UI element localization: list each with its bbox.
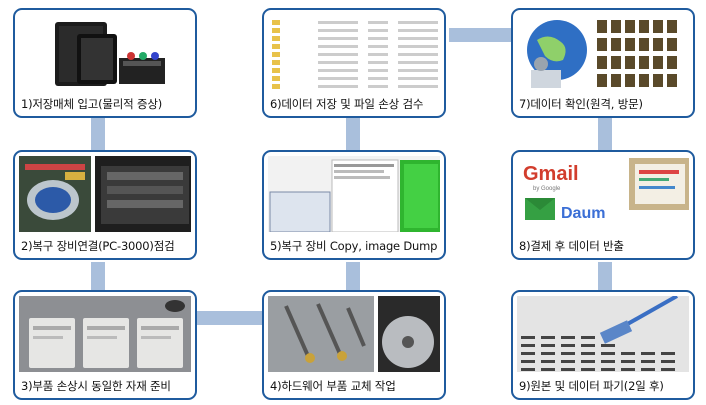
step-3-box: 3)부품 손상시 동일한 자재 준비 [13, 290, 197, 400]
connector-7-8 [598, 118, 612, 152]
step-caption: 2)복구 장비연결(PC-3000)점검 [21, 239, 175, 253]
step-caption: 1)저장매체 입고(물리적 증상) [21, 97, 163, 111]
step-caption: 4)하드웨어 부품 교체 작업 [270, 379, 396, 393]
step-6-box: 6)데이터 저장 및 파일 손상 검수 [262, 8, 446, 118]
connector-1-2 [91, 118, 105, 152]
data-destruction-image [517, 296, 689, 372]
step-8-box: Gmail by Google Daum 8)결제 후 데이터 반출 [511, 150, 695, 260]
image-dump-software-image [268, 156, 440, 232]
hardware-parts-image [268, 296, 440, 372]
step-caption: 8)결제 후 데이터 반출 [519, 239, 624, 253]
file-list-image [268, 14, 440, 90]
connector-6-7 [449, 28, 513, 42]
connector-5-6 [346, 118, 360, 152]
step-9-box: 9)원본 및 데이터 파기(2일 후) [511, 290, 695, 400]
gmail-logo: Gmail [523, 163, 579, 185]
step-5-box: 5)복구 장비 Copy, image Dump [262, 150, 446, 260]
recovery-equipment-image [19, 156, 191, 232]
step-1-box: 1)저장매체 입고(물리적 증상) [13, 8, 197, 118]
step-caption: 6)데이터 저장 및 파일 손상 검수 [270, 97, 424, 111]
connector-8-9 [598, 262, 612, 290]
step-7-box: 7)데이터 확인(원격, 방문) [511, 8, 695, 118]
connector-3-4 [197, 311, 264, 325]
connector-4-5 [346, 262, 360, 290]
storage-device-image [19, 14, 191, 90]
google-logo-text: by Google [533, 186, 561, 192]
connector-2-3 [91, 262, 105, 290]
step-caption: 3)부품 손상시 동일한 자재 준비 [21, 379, 171, 393]
spare-drives-image [19, 296, 191, 372]
payment-export-image: Gmail by Google Daum [517, 156, 689, 232]
daum-logo: Daum [561, 205, 605, 222]
remote-data-check-image [517, 14, 689, 90]
step-caption: 9)원본 및 데이터 파기(2일 후) [519, 379, 664, 393]
step-4-box: 4)하드웨어 부품 교체 작업 [262, 290, 446, 400]
step-2-box: 2)복구 장비연결(PC-3000)점검 [13, 150, 197, 260]
step-caption: 5)복구 장비 Copy, image Dump [270, 239, 438, 253]
step-caption: 7)데이터 확인(원격, 방문) [519, 97, 643, 111]
